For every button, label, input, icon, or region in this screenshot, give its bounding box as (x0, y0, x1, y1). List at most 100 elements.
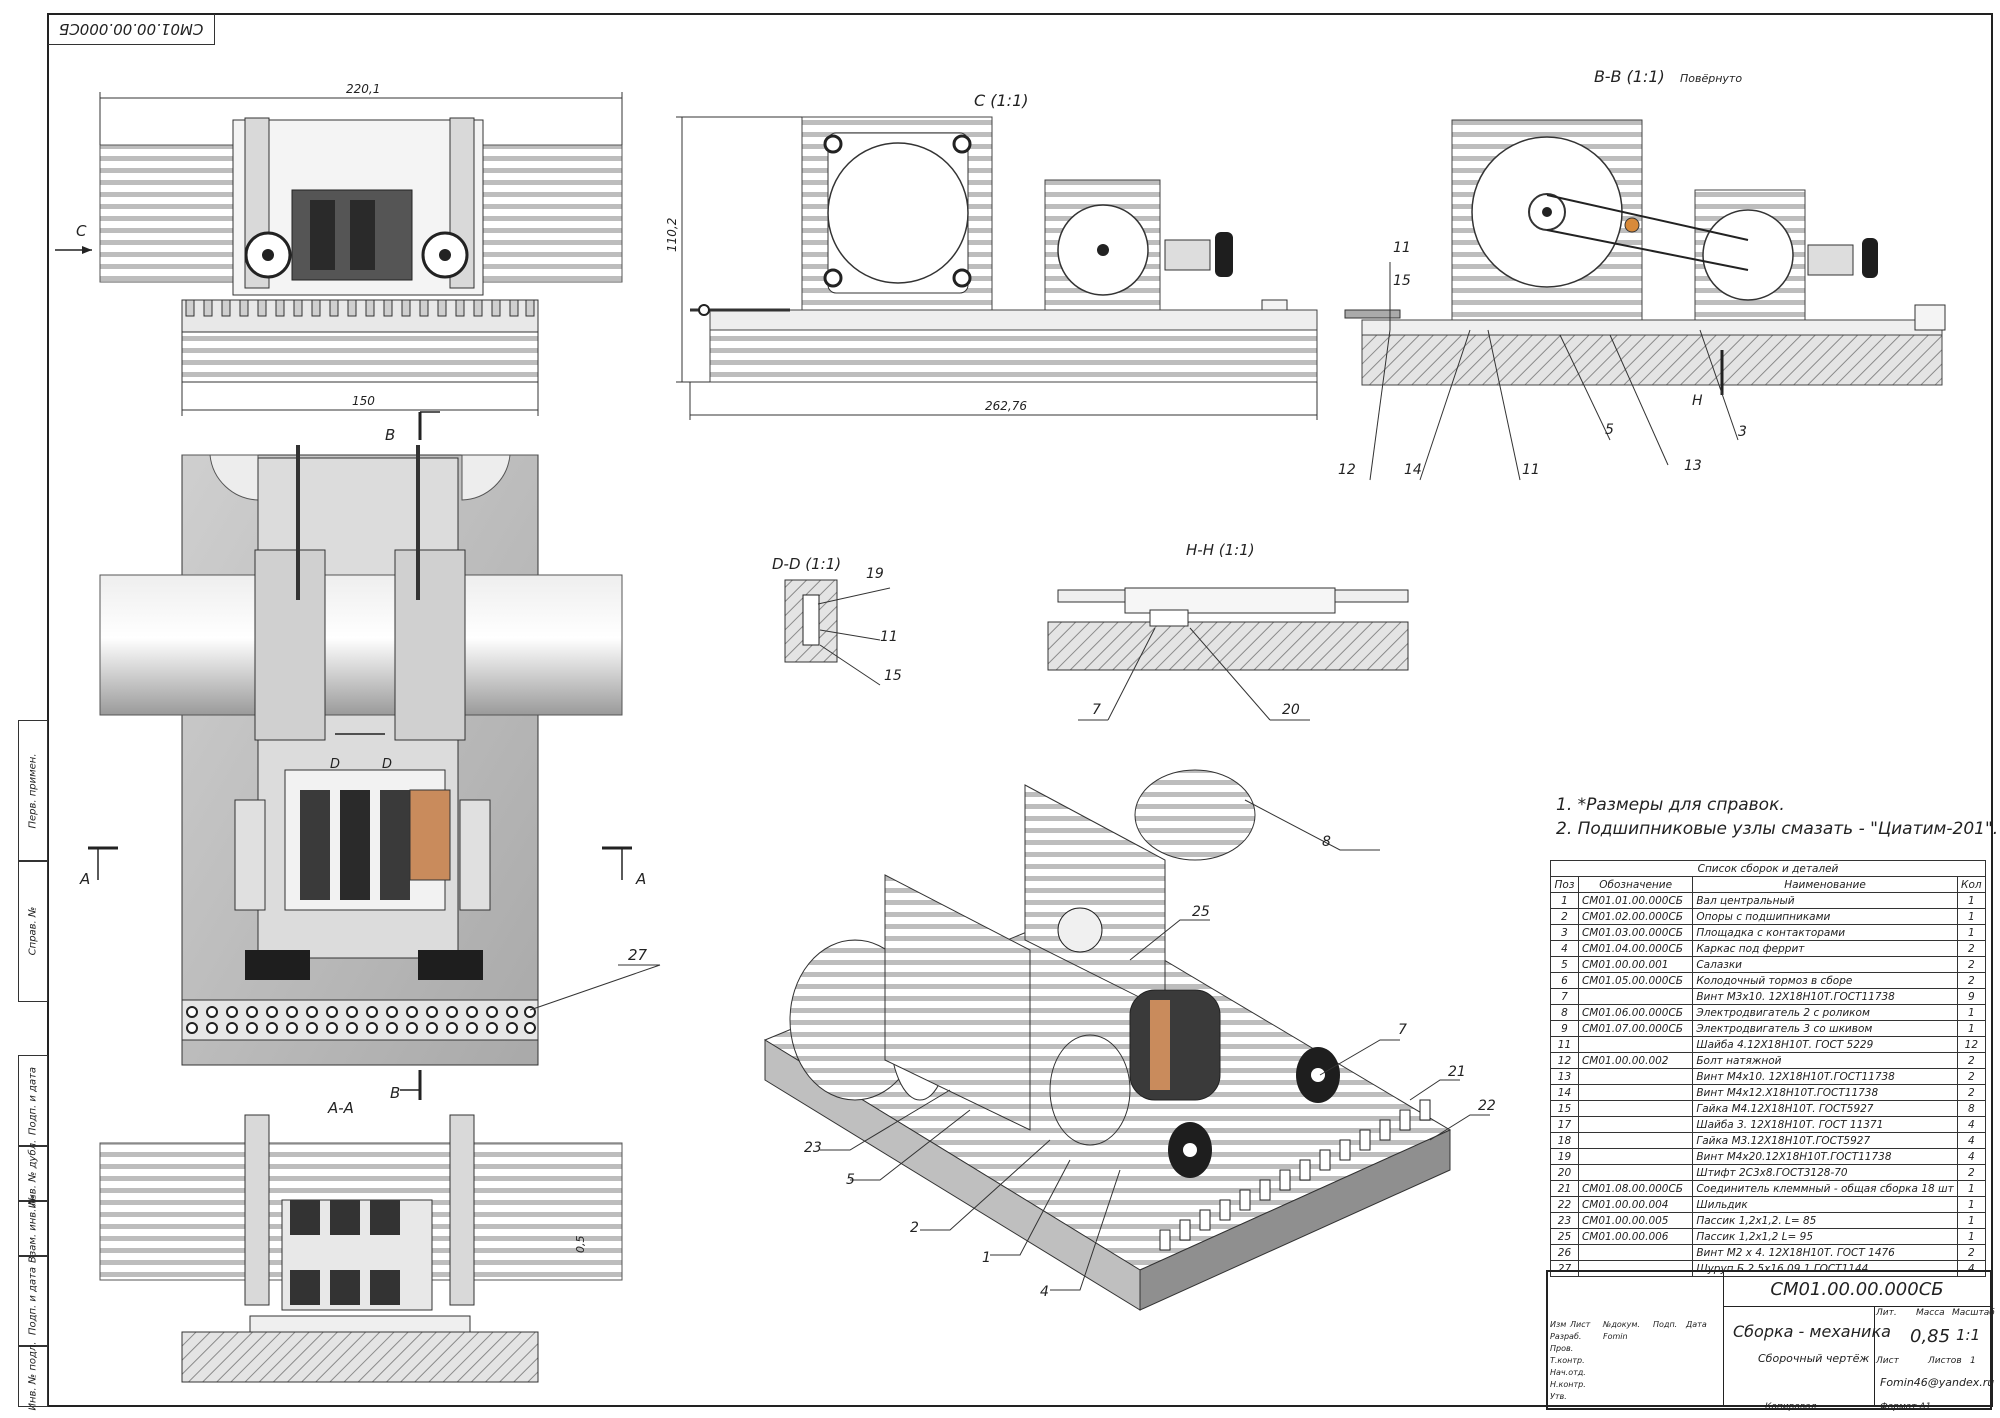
isometric-view: 8 25 7 21 22 23 5 2 1 4 (763, 769, 1496, 1311)
strip-ref-no: Справ. № (18, 860, 48, 1002)
copied-label: Копировал (1765, 1402, 1817, 1412)
tb-role-3: Т.контр. (1550, 1356, 1585, 1365)
row-name: Винт М4х10. 12Х18Н10Т.ГОСТ11738 (1692, 1068, 1958, 1085)
tb-role-5: Н.контр. (1550, 1380, 1586, 1389)
row-qty: 1 (1956, 1212, 1987, 1229)
row-designation: СМ01.00.00.005 (1577, 1212, 1694, 1229)
row-qty: 2 (1956, 1244, 1987, 1261)
row-designation (1577, 1116, 1694, 1133)
title-dd: D-D (1:1) (772, 555, 841, 573)
row-pos: 20 (1550, 1164, 1579, 1181)
row-designation (1577, 1068, 1694, 1085)
tb-role-1: Разраб. (1550, 1332, 1582, 1341)
title-block-name: Сборка - механика (1733, 1322, 1891, 1341)
title-block-scale: 1:1 (1956, 1326, 1981, 1344)
callout-bb-14: 14 (1404, 462, 1422, 478)
row-pos: 5 (1550, 956, 1579, 973)
row-pos: 22 (1550, 1196, 1579, 1213)
title-block: СМ01.00.00.000СБ Сборка - механика Сборо… (1546, 1270, 1995, 1410)
title-bb: B-B (1:1) (1594, 67, 1665, 86)
callout-bb-3: 3 (1738, 424, 1747, 440)
row-pos: 14 (1550, 1084, 1579, 1101)
row-pos: 11 (1550, 1036, 1579, 1053)
row-name: Шильдик (1692, 1196, 1958, 1213)
strip-dup-no: Инв. № дубл. (18, 1139, 48, 1208)
callout-bb-5: 5 (1605, 422, 1614, 438)
row-pos: 18 (1550, 1132, 1579, 1149)
row-name: Соединитель клеммный - общая сборка 18 ш… (1692, 1180, 1958, 1197)
row-pos: 2 (1550, 908, 1579, 925)
row-name: Пассик 1,2х1,2 L= 95 (1692, 1228, 1958, 1245)
format-label: Формат А1 (1880, 1402, 1932, 1412)
row-pos: 19 (1550, 1148, 1579, 1165)
row-designation (1577, 1084, 1694, 1101)
strip-first-use: Перв. примен. (18, 720, 48, 862)
row-name: Электродвигатель 2 с роликом (1692, 1004, 1958, 1021)
row-qty: 2 (1956, 1068, 1987, 1085)
strip-sign-date-2: Подп. и дата (18, 1255, 48, 1347)
callout-27: 27 (628, 946, 648, 964)
row-pos: 23 (1550, 1212, 1579, 1229)
row-designation: СМ01.00.00.002 (1577, 1052, 1694, 1069)
tb-head-3: №докум. (1603, 1320, 1640, 1329)
callout-dd-11: 11 (880, 629, 898, 645)
note-1: 1. *Размеры для справок. (1556, 795, 1785, 815)
row-designation: СМ01.00.00.001 (1577, 956, 1694, 973)
callout-bb-13: 13 (1684, 458, 1702, 474)
mark-b-bottom: B (390, 1084, 400, 1102)
callout-bb-15: 15 (1393, 273, 1411, 289)
row-qty: 2 (1956, 1052, 1987, 1069)
tb-role-6: Утв. (1550, 1392, 1567, 1401)
mark-c: С (76, 222, 87, 240)
row-name: Винт М2 х 4. 12Х18Н10Т. ГОСТ 1476 (1692, 1244, 1958, 1261)
sheet-frame (47, 13, 1993, 1407)
row-designation (1577, 1260, 1694, 1277)
row-designation (1577, 1132, 1694, 1149)
row-designation: СМ01.04.00.000СБ (1577, 940, 1694, 957)
strip-replace-no: Взам. инв. № (18, 1195, 48, 1262)
callout-iso-7: 7 (1398, 1022, 1407, 1038)
callout-iso-23: 23 (804, 1140, 822, 1156)
dim-220: 220,1 (346, 82, 380, 96)
title-c: С (1:1) (974, 91, 1029, 110)
parts-list-table: Список сборок и деталей Поз Обозначение … (1550, 860, 1987, 1277)
row-designation: СМ01.06.00.000СБ (1577, 1004, 1694, 1021)
row-name: Опоры с подшипниками (1692, 908, 1958, 925)
row-qty: 2 (1956, 956, 1987, 973)
title-block-mass-label: Масса (1916, 1308, 1945, 1318)
row-designation (1577, 1036, 1694, 1053)
col-header-pos: Поз (1550, 876, 1579, 893)
row-name: Шайба 3. 12Х18Н10Т. ГОСТ 11371 (1692, 1116, 1958, 1133)
title-block-code: СМ01.00.00.000СБ (1723, 1272, 1990, 1307)
callout-bb-11b: 11 (1522, 462, 1540, 478)
mark-h: H (1692, 393, 1703, 409)
dim-262: 262,76 (985, 399, 1027, 413)
view-bb: B-B (1:1) Повёрнуто H 11 15 12 (1338, 67, 1946, 481)
row-qty: 1 (1956, 1004, 1987, 1021)
row-designation: СМ01.07.00.000СБ (1577, 1020, 1694, 1037)
row-name: Винт М3х10. 12Х18Н10Т.ГОСТ11738 (1692, 988, 1958, 1005)
row-qty: 4 (1956, 1260, 1987, 1277)
title-bb-note: Повёрнуто (1680, 72, 1742, 85)
title-block-lit-label: Лит. (1876, 1308, 1897, 1318)
front-view-top: 220,1 150 С (55, 82, 623, 416)
row-designation (1577, 1100, 1694, 1117)
row-name: Электродвигатель 3 со шкивом (1692, 1020, 1958, 1037)
row-qty: 9 (1956, 988, 1987, 1005)
tb-role-2: Пров. (1550, 1344, 1574, 1353)
